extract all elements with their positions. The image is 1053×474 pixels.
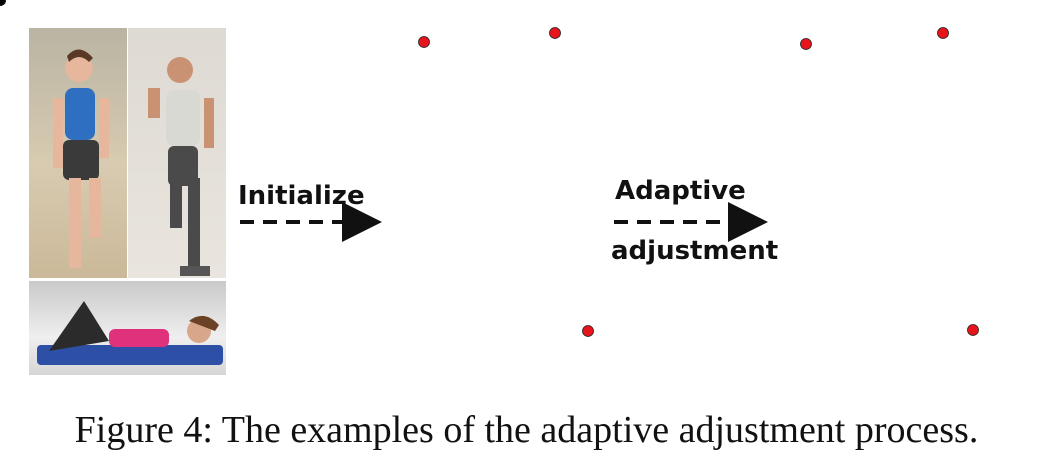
man-knee-raise-silhouette [148, 57, 214, 276]
skeleton-b-joint-0 [549, 27, 561, 39]
photo-woman-crunch [29, 281, 226, 375]
adaptive-label: Adaptive [615, 176, 746, 206]
photo-woman-stretching [29, 28, 127, 278]
skeleton-e-joint-0 [937, 27, 949, 39]
skeleton-a-joint-0 [418, 36, 430, 48]
skeleton-f-joint-0 [967, 324, 979, 336]
figure-caption: Figure 4: The examples of the adaptive a… [74, 409, 979, 451]
skeleton-f-joint-14 [0, 0, 6, 6]
skeleton-c-joint-0 [582, 325, 594, 337]
skeleton-d-joint-0 [800, 38, 812, 50]
woman-crunch-silhouette [37, 301, 223, 365]
photo-man-knee-raise [128, 28, 226, 278]
woman-stretching-silhouette [53, 49, 109, 268]
